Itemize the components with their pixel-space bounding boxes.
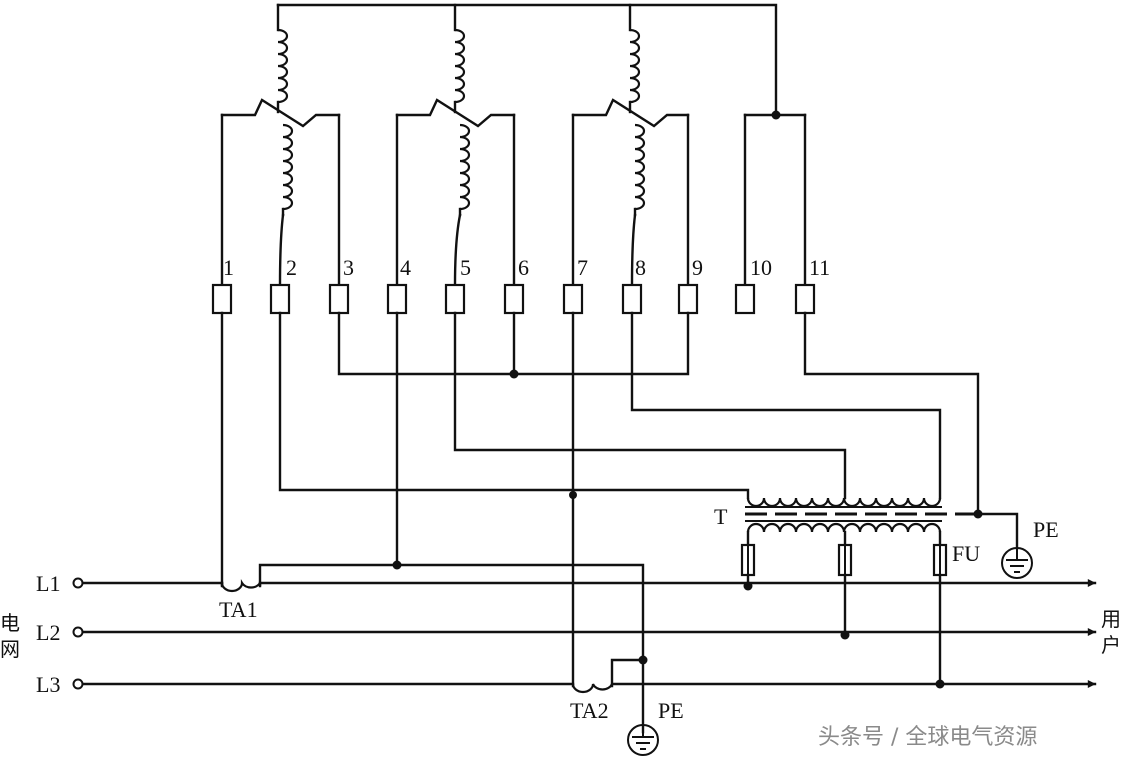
l1-label: L1 xyxy=(36,571,60,596)
pe-bottom-label: PE xyxy=(658,698,684,723)
user-label-char-1: 用 xyxy=(1101,607,1121,631)
terminal-label-1: 1 xyxy=(223,255,234,280)
terminal-4 xyxy=(386,283,408,315)
terminal-2 xyxy=(269,283,291,315)
pe-top-label: PE xyxy=(1033,517,1059,542)
meter-element-3 xyxy=(571,28,690,217)
terminal-block: 1 2 3 4 5 6 7 8 9 10 11 xyxy=(211,255,830,315)
terminal-label-6: 6 xyxy=(518,255,529,280)
meter-element-2 xyxy=(395,28,516,217)
terminal-10 xyxy=(734,283,756,315)
terminal-label-4: 4 xyxy=(400,255,411,280)
terminal-label-7: 7 xyxy=(577,255,588,280)
fuse-label: FU xyxy=(952,541,980,566)
terminal-1 xyxy=(211,283,233,315)
terminal-label-8: 8 xyxy=(635,255,646,280)
terminal-drops xyxy=(220,113,807,287)
current-transformer-ta2: TA2 xyxy=(570,683,614,723)
external-wiring xyxy=(220,311,1019,734)
earth-symbol-top: PE xyxy=(1001,517,1059,579)
main-lines: L1 L2 L3 xyxy=(36,571,1095,697)
l3-label: L3 xyxy=(36,672,60,697)
earth-symbol-bottom: PE xyxy=(627,698,684,756)
fuses: FU xyxy=(740,541,980,689)
terminal-label-10: 10 xyxy=(750,255,772,280)
l2-label: L2 xyxy=(36,620,60,645)
terminal-label-3: 3 xyxy=(343,255,354,280)
meter-neutral-loop xyxy=(743,110,807,120)
ta1-label: TA1 xyxy=(219,597,258,622)
terminal-8 xyxy=(621,283,643,315)
terminal-label-9: 9 xyxy=(692,255,703,280)
terminal-label-2: 2 xyxy=(286,255,297,280)
user-label-char-2: 户 xyxy=(1101,633,1121,657)
terminal-11 xyxy=(794,283,816,315)
terminal-label-5: 5 xyxy=(460,255,471,280)
terminal-label-11: 11 xyxy=(809,255,830,280)
terminal-3 xyxy=(328,283,350,315)
ta2-label: TA2 xyxy=(570,698,609,723)
terminal-9 xyxy=(677,283,699,315)
terminal-6 xyxy=(503,283,525,315)
terminal-7 xyxy=(562,283,584,315)
user-side-label: 用 户 xyxy=(1101,607,1121,657)
current-transformer-ta1: TA1 xyxy=(219,579,262,622)
terminal-5 xyxy=(444,283,466,315)
watermark: 头条号 / 全球电气资源 xyxy=(818,725,1037,750)
transformer-label: T xyxy=(714,504,728,529)
voltage-transformer: T xyxy=(714,497,975,547)
grid-label-char-2: 网 xyxy=(0,637,20,661)
meter-element-1 xyxy=(220,28,341,217)
grid-side-label: 电 网 xyxy=(0,611,20,661)
meter-voltage-bus xyxy=(276,3,778,117)
grid-label-char-1: 电 xyxy=(0,611,20,635)
